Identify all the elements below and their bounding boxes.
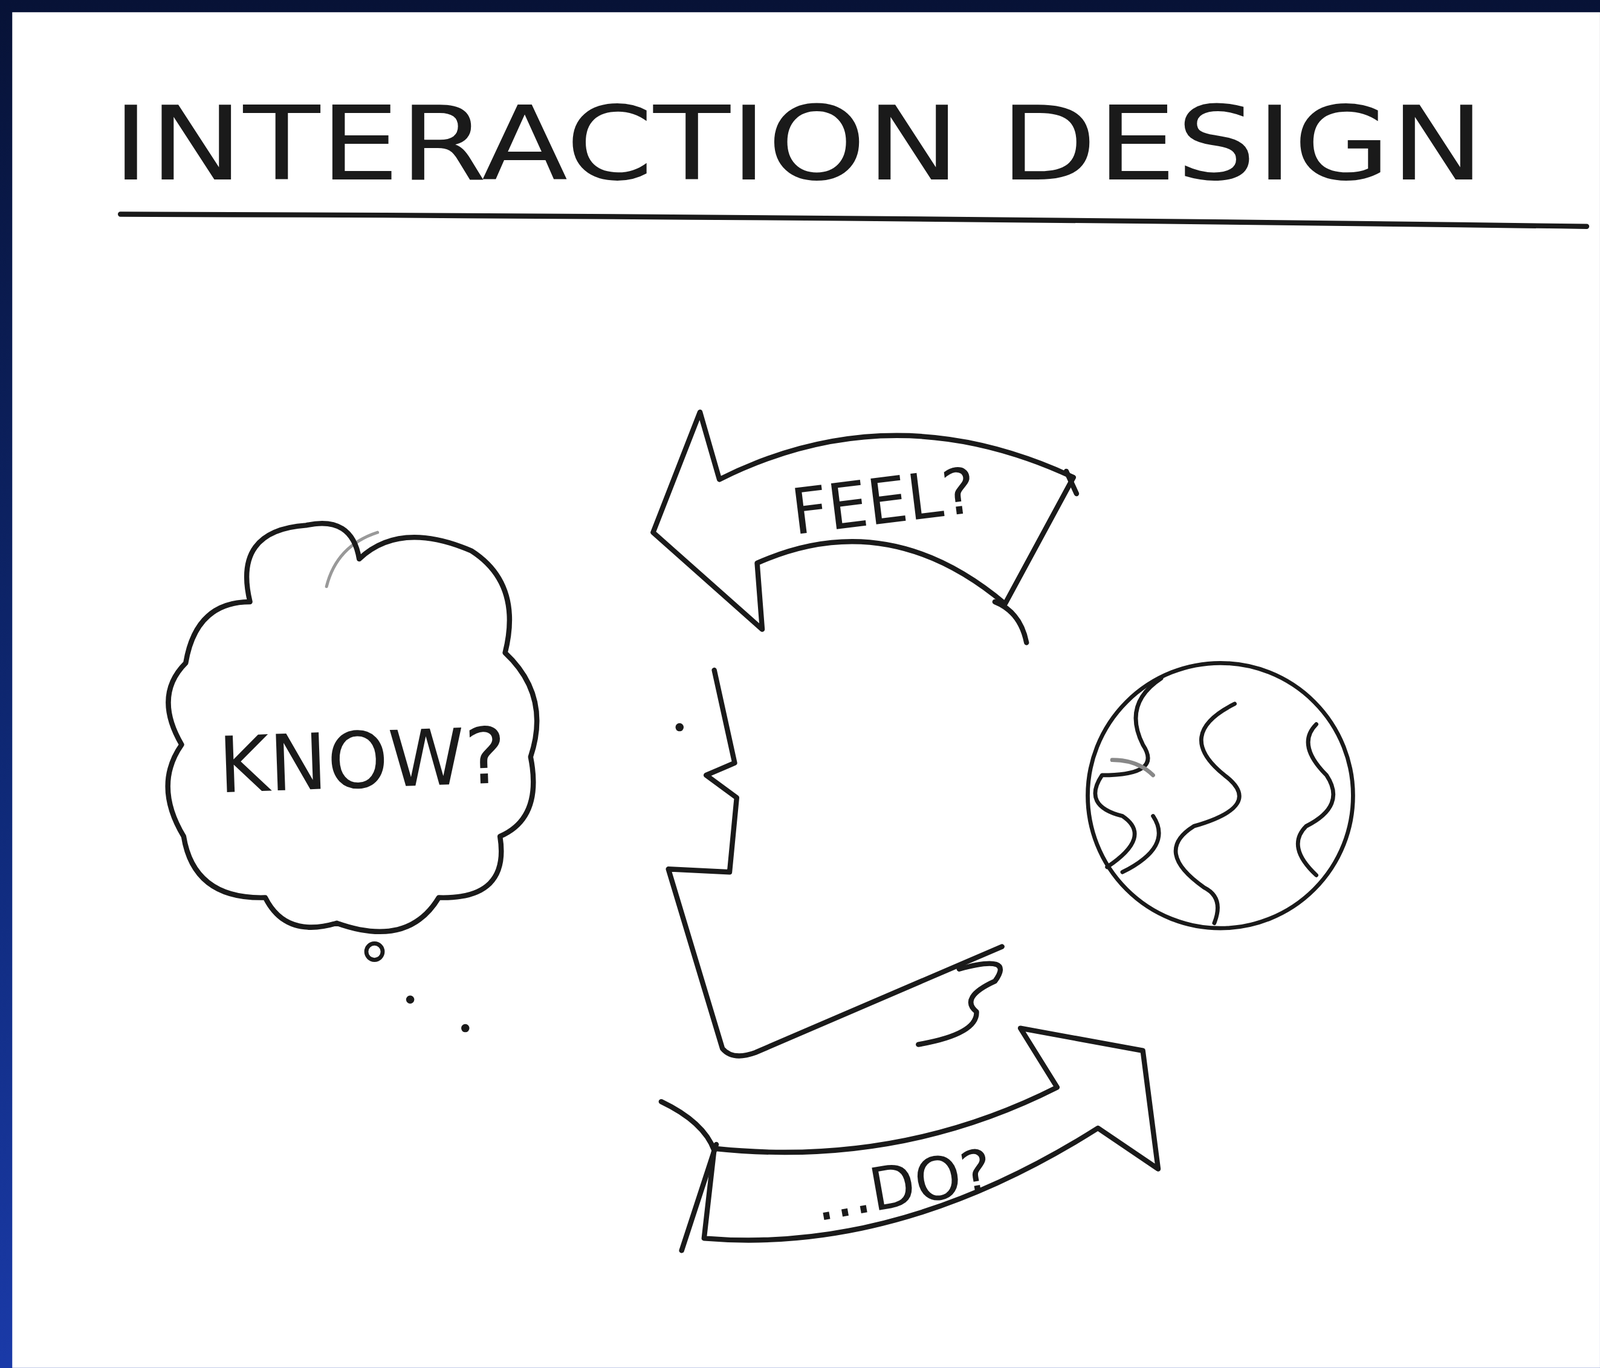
feel-arrow: FEEL? <box>643 403 1087 638</box>
title-underline <box>120 214 1587 227</box>
node-label: ...DO? <box>809 1141 997 1231</box>
face-profile <box>668 670 1003 1056</box>
node-label: KNOW? <box>217 717 508 806</box>
title: INTERACTION DESIGN <box>112 93 1485 196</box>
thought-cloud: KNOW? <box>152 514 551 944</box>
thought-dot <box>406 996 415 1005</box>
do-arrow: ...DO? <box>652 1020 1168 1266</box>
arrow-tail <box>661 1101 717 1251</box>
pointing-hand <box>918 964 1001 1046</box>
node-label: FEEL? <box>787 459 980 545</box>
thought-dot <box>461 1024 470 1034</box>
eye <box>675 723 685 732</box>
globe <box>1088 663 1354 929</box>
outline <box>652 1020 1168 1266</box>
thought-bubble <box>366 943 383 960</box>
